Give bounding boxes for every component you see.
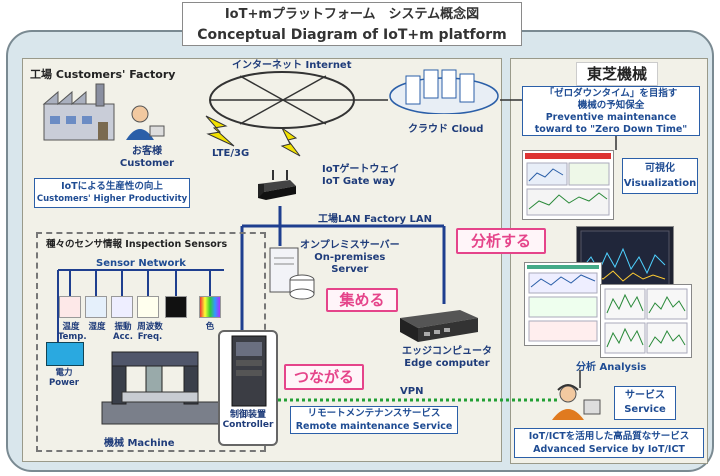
power-ja: 電力 xyxy=(55,368,73,378)
sensor-temp-ja: 温度 xyxy=(62,322,80,332)
sensor-frequency-ja: 周波数 xyxy=(137,322,163,332)
sensor-frequency-en: Freq. xyxy=(137,332,163,342)
lte-label: LTE/3G xyxy=(212,148,250,159)
sensor-vibration-en: Acc. xyxy=(113,332,133,342)
service-person-icon xyxy=(550,384,602,422)
controller-ja: 制御装置 xyxy=(229,410,266,420)
zero-ja2: 機械の予知保全 xyxy=(577,100,645,111)
sensor-vibration-label: 振動 Acc. xyxy=(110,322,136,342)
customer-ja: お客様 xyxy=(132,146,162,157)
remote-maintenance-box: リモートメンテナンスサービス Remote maintenance Servic… xyxy=(290,406,458,434)
sensor-humidity-ja: 湿度 xyxy=(88,322,106,332)
viz-en: Visualization xyxy=(623,178,697,189)
gateway-ja: IoTゲートウェイ xyxy=(322,164,400,175)
analysis-screen-3 xyxy=(600,284,692,358)
remote-en: Remote maintenance Service xyxy=(295,421,453,432)
controller-frame xyxy=(218,330,278,446)
cloud-label: クラウド Cloud xyxy=(408,124,484,135)
title-en: Conceptual Diagram of IoT+m platform xyxy=(197,27,507,43)
zero-ja1: 「ゼロダウンタイム」を目指す xyxy=(544,88,678,99)
humidity-sensor-icon xyxy=(85,296,107,318)
sensor-frequency-label: 周波数 Freq. xyxy=(134,322,166,342)
power-label: 電力 Power xyxy=(44,368,84,388)
service-en: Service xyxy=(624,404,666,415)
productivity-en: Customers' Higher Productivity xyxy=(36,194,188,204)
visualization-screen xyxy=(522,150,614,220)
sensor-color-label: 色 xyxy=(198,322,222,332)
toshiba-logo: 東芝機械 xyxy=(576,62,658,86)
zero-downtime-box: 「ゼロダウンタイム」を目指す 機械の予知保全 Preventive mainte… xyxy=(522,86,700,136)
sensor-vibration-ja: 振動 xyxy=(114,322,132,332)
machine-icon xyxy=(92,346,228,432)
edge-label: エッジコンピュータ Edge computer xyxy=(402,346,492,370)
advanced-service-box: IoT/ICTを活用した高品質なサービス Advanced Service by… xyxy=(514,428,704,458)
edge-ja: エッジコンピュータ xyxy=(402,346,492,357)
analyze-label: 分析する xyxy=(456,228,546,254)
gateway-label: IoTゲートウェイ IoT Gate way xyxy=(322,164,399,188)
customer-label: お客様 Customer xyxy=(112,146,182,170)
collect-label: 集める xyxy=(326,288,398,312)
lte-bolt-right xyxy=(280,127,301,157)
sensor-network-label: Sensor Network xyxy=(96,258,186,269)
onprem-en2: Server xyxy=(331,264,369,275)
spectrum-sensor-icon xyxy=(165,296,187,318)
power-en: Power xyxy=(49,378,79,388)
temperature-sensor-icon xyxy=(59,296,81,318)
power-meter-icon xyxy=(46,342,84,366)
productivity-ja: IoTによる生産性の向上 xyxy=(61,181,163,192)
factory-building-icon xyxy=(36,82,120,142)
onprem-en1: On-premises xyxy=(314,252,386,263)
controller-en: Controller xyxy=(222,420,274,430)
sensor-humidity-label: 湿度 xyxy=(84,322,110,332)
gateway-en: IoT Gate way xyxy=(322,176,396,187)
service-ja: サービス xyxy=(625,390,665,401)
frequency-sensor-icon xyxy=(137,296,159,318)
machine-label: 機械 Machine xyxy=(104,438,175,449)
lte-bolt-left xyxy=(205,115,235,147)
vpn-label: VPN xyxy=(400,386,424,397)
onprem-server-icon xyxy=(264,246,316,302)
advanced-en: Advanced Service by IoT/ICT xyxy=(533,444,685,455)
customer-en: Customer xyxy=(119,158,175,169)
analysis-label: 分析 Analysis xyxy=(576,362,647,373)
diagram-title: IoT+mプラットフォーム システム概念図 Conceptual Diagram… xyxy=(182,2,522,46)
onprem-ja: オンプレミスサーバー xyxy=(300,240,400,251)
cloud-servers xyxy=(388,62,500,115)
factory-lan-label: 工場LAN Factory LAN xyxy=(318,214,432,225)
color-sensor-icon xyxy=(199,296,221,318)
visualization-box: 可視化 Visualization xyxy=(622,158,698,194)
analysis-screen-2 xyxy=(524,262,602,346)
sensor-color-ja: 色 xyxy=(205,322,215,332)
sensors-title: 種々のセンサ情報 Inspection Sensors xyxy=(46,239,228,250)
sensor-temp-en: Temp. xyxy=(58,332,87,342)
connect-label: つながる xyxy=(284,364,364,390)
productivity-box: IoTによる生産性の向上 Customers' Higher Productiv… xyxy=(34,178,190,208)
sensor-temp-label: 温度 Temp. xyxy=(58,322,87,342)
zero-en1: Preventive maintenance xyxy=(545,112,677,123)
factory-label: 工場 Customers' Factory xyxy=(30,68,176,81)
zero-en2: toward to "Zero Down Time" xyxy=(534,124,688,135)
service-box: サービス Service xyxy=(614,386,676,420)
vibration-sensor-icon xyxy=(111,296,133,318)
edge-en: Edge computer xyxy=(404,358,490,369)
internet-label: インターネット Internet xyxy=(232,60,352,71)
title-ja: IoT+mプラットフォーム システム概念図 xyxy=(224,7,480,22)
advanced-ja: IoT/ICTを活用した高品質なサービス xyxy=(528,431,690,442)
iot-gateway-icon xyxy=(256,170,298,204)
onprem-label: オンプレミスサーバー On-premises Server xyxy=(300,240,400,276)
viz-ja: 可視化 xyxy=(645,163,675,174)
edge-computer-icon xyxy=(398,306,480,344)
remote-ja: リモートメンテナンスサービス xyxy=(307,408,441,419)
customer-person-icon xyxy=(122,104,166,142)
controller-label: 制御装置 Controller xyxy=(218,410,278,430)
